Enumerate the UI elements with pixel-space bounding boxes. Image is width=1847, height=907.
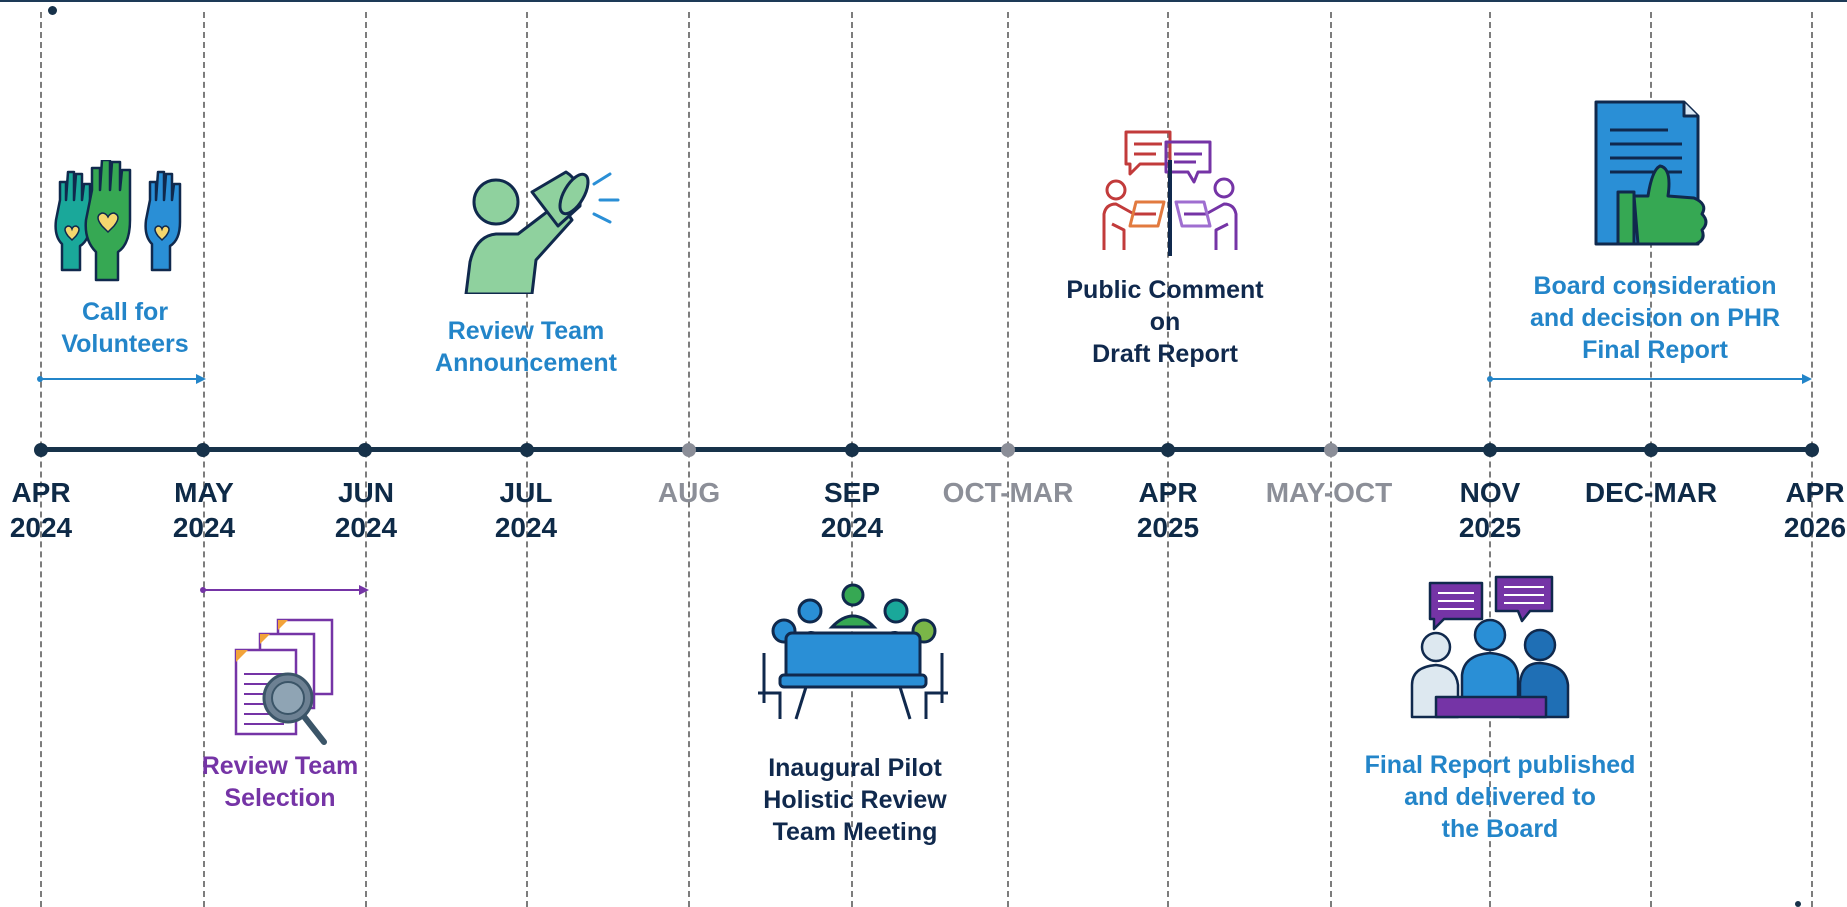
tick-label: MAY 2024 (172, 477, 236, 543)
timeline-dot (682, 443, 696, 457)
tick-label: DEC-MAR (1584, 477, 1718, 508)
gridline (688, 12, 690, 907)
corner-dot (48, 6, 57, 15)
event-label: Review Team Announcement (435, 317, 617, 377)
gridline (203, 12, 205, 907)
timeline-dot (196, 443, 210, 457)
gridline (1489, 12, 1491, 907)
timeline-dot (1483, 443, 1497, 457)
tick-label: JUN 2024 (334, 477, 398, 543)
event-label: Review Team Selection (201, 752, 359, 812)
timeline-dot (34, 443, 48, 457)
gridline (1650, 12, 1652, 907)
timeline-dot (1805, 443, 1819, 457)
tick-label: MAY-OCT (1265, 477, 1393, 508)
span-arrow (1487, 374, 1812, 384)
tick-label: APR 2024 (9, 477, 73, 543)
span-arrow (200, 585, 369, 595)
team-chat-icon (1410, 575, 1570, 719)
tick-label: OCT-MAR (942, 477, 1074, 508)
timeline-dot (1644, 443, 1658, 457)
tick-label: APR 2026 (1783, 477, 1847, 543)
tick-label: APR 2025 (1136, 477, 1200, 543)
tick-label: JUL 2024 (494, 477, 558, 543)
tick-label: SEP 2024 (820, 477, 884, 543)
timeline-dot (1161, 443, 1175, 457)
span-arrow (37, 374, 206, 384)
timeline-dot (1324, 443, 1338, 457)
event-label: Call for Volunteers (61, 298, 189, 358)
gridline (1330, 12, 1332, 907)
conference-table-icon (758, 583, 948, 720)
tick-label: NOV 2025 (1458, 477, 1522, 543)
event-label: Board consideration and decision on PHR … (1529, 272, 1781, 364)
event-label: Public Comment on Draft Report (1066, 276, 1264, 368)
megaphone-person-icon (464, 170, 620, 294)
timeline-dot (520, 443, 534, 457)
discussion-icon (1102, 130, 1238, 256)
timeline-dot (1001, 443, 1015, 457)
gridline (365, 12, 367, 907)
gridline (1007, 12, 1009, 907)
timeline-dot (845, 443, 859, 457)
event-label: Inaugural Pilot Holistic Review Team Mee… (763, 754, 947, 846)
timeline-axis (40, 447, 1812, 452)
gridline (40, 12, 42, 907)
timeline-dot (358, 443, 372, 457)
gridline (526, 12, 528, 907)
documents-magnifier-icon (234, 618, 334, 745)
thumbs-up-document-icon (1594, 100, 1708, 246)
gridline (1811, 12, 1813, 907)
top-border (0, 0, 1847, 2)
gridline (851, 12, 853, 907)
tick-label: AUG (657, 477, 721, 508)
corner-dot (1795, 901, 1801, 907)
gridline (1167, 12, 1169, 907)
event-label: Final Report published and delivered to … (1364, 751, 1636, 843)
raised-hands-icon (54, 160, 182, 282)
